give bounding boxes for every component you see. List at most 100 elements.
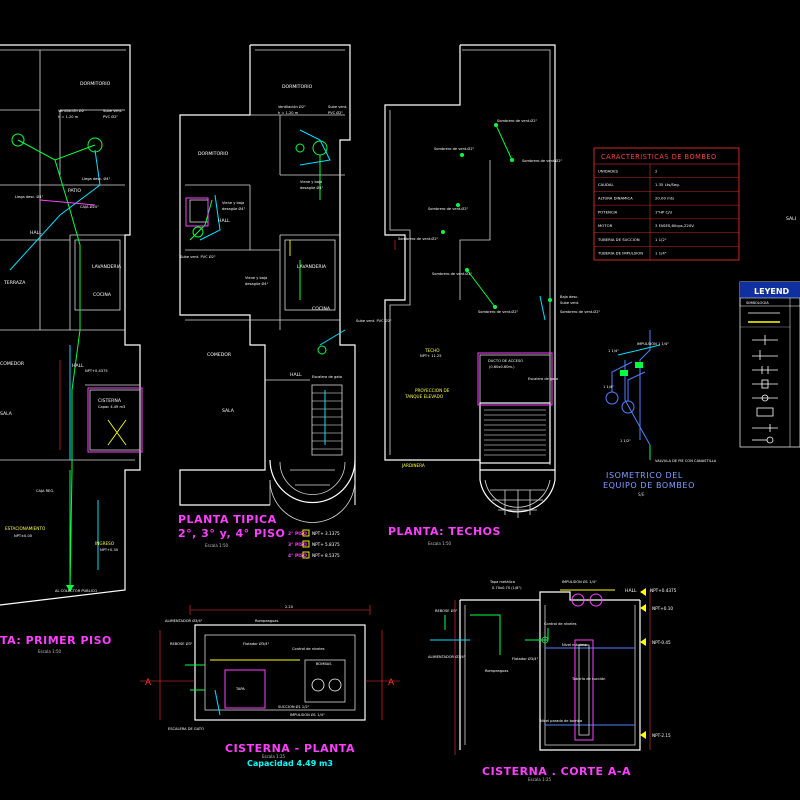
bombeo-row-value: 1 1/2" <box>655 237 667 242</box>
proyeccion: PROYECCION DE <box>415 388 450 393</box>
corte-rompeaguas: Rompeaguas <box>485 669 508 673</box>
rompeaguas-p: Rompeaguas <box>255 619 278 623</box>
sombrero-7: Sombrero de vent.Ø2" <box>478 309 519 314</box>
techo-label: TECHO <box>424 348 440 353</box>
scale-cisterna-corte: Escala 1:25 <box>528 777 552 782</box>
sombrero-5: Sombrero de vent.Ø2" <box>398 236 439 241</box>
al-colector: AL COLECTOR PÚBLICO <box>55 588 97 593</box>
scale-planta-tipica: Escala 1:50 <box>205 543 229 548</box>
escalera-p: ESCALERA DE GATO <box>168 727 204 731</box>
right-edge-label: SALI <box>786 216 796 222</box>
title-planta-tipica-2: 2°, 3° y, 4° PISO <box>178 527 285 540</box>
svg-text:3° PISO: 3° PISO <box>288 542 307 548</box>
room-sala-1: SALA <box>0 411 13 417</box>
plan-primer-piso: DORMITORIO PATIO HALL LAVANDERIA COCINA … <box>0 44 143 654</box>
room-comedor-t: COMEDOR <box>207 352 232 358</box>
bombas-p: BOMBAS <box>316 662 332 666</box>
corte-hall: HALL <box>625 588 637 594</box>
sube-vent-1: Sube vent. <box>103 109 122 113</box>
sube-vent-t: Sube vent. <box>328 105 347 109</box>
cisterna-capacidad-1: Capac 4.49 m3 <box>98 405 125 409</box>
desague-t3: desagüe Ø4" <box>245 281 269 286</box>
pvc-1: PVC Ø2" <box>103 114 118 119</box>
cisterna-corte: NPT+0.4375 NPT+0.10 NPT-0.45 NPT-2.15 Ta… <box>428 579 677 782</box>
ventilacion-note-1: Ventilación Ø2" <box>58 108 86 113</box>
sube-vent-t2: Sube vent. PVC Ø2" <box>356 318 392 323</box>
room-lavanderia-1: LAVANDERIA <box>92 264 122 270</box>
scale-primer-piso: Escala 1:50 <box>38 649 62 654</box>
svg-text:4° PISO: 4° PISO <box>288 553 307 559</box>
room-hall-t: HALL <box>218 218 230 224</box>
corte-npt4: NPT-2.15 <box>652 733 671 738</box>
bombeo-row-key: MOTOR <box>598 223 613 228</box>
corte-flotador: Flotador Ø3/4" <box>512 656 539 661</box>
viene-baja-t2: Viene y baja <box>222 201 244 205</box>
vent-symbols <box>441 123 552 309</box>
tanque-elevado: TANQUE ELEVADO <box>404 394 444 399</box>
npt-estacionamiento: NPT±0.00 <box>14 534 33 538</box>
impulsion-p: IMPULSION Ø1 1/4" <box>290 712 325 717</box>
stair-steps <box>312 392 342 450</box>
caja-registro: CAJA REG. <box>36 489 54 493</box>
plan-techos: Sombrero de vent.Ø2" Sombrero de vent.Ø2… <box>384 44 601 546</box>
room-cocina-t: COCINA <box>312 306 331 312</box>
room-ingreso: INGRESO <box>95 541 115 546</box>
corte-npt1: NPT+0.4375 <box>650 588 677 593</box>
corte-tuberia: Tubería de succión <box>571 677 605 681</box>
npt-ingreso-2: NPT+0.4375 <box>85 369 108 373</box>
title-planta-techos: PLANTA: TECHOS <box>388 525 501 538</box>
legend-symbols <box>740 312 790 444</box>
iso-q14: 1 1/4" <box>608 349 619 353</box>
iso-valvula: VALVULA DE PIE CON CANASTILLA <box>655 459 717 463</box>
title-primer-piso: TA: PRIMER PISO <box>0 634 112 647</box>
corte-alimentador: ALIMENTADOR Ø3/4" <box>428 654 466 659</box>
title-cisterna-planta: CISTERNA - PLANTA <box>225 742 355 755</box>
section-marker-a-right: A <box>388 678 395 688</box>
room-dormitorio-t1: DORMITORIO <box>282 84 313 90</box>
escalera-techo: Escalera de gato <box>528 377 558 381</box>
corte-control: Control de niveles <box>544 622 577 626</box>
npt-techo: NPT+ 11.25 <box>420 354 442 358</box>
room-patio: PATIO <box>68 188 81 194</box>
bombeo-row-value: 1 1/4" <box>655 251 667 256</box>
iso-q12: 1 1/2" <box>620 439 631 443</box>
sombrero-6: Sombrero de vent.Ø2" <box>432 271 473 276</box>
viene-baja-t3: Viene y baja <box>245 276 267 280</box>
room-estacionamiento: ESTACIONAMIENTO <box>5 526 46 531</box>
ducto-acceso: DUCTO DE ACCESO <box>488 359 523 363</box>
desague-t1: desagüe Ø4" <box>300 185 324 190</box>
room-cisterna: CISTERNA <box>98 398 122 404</box>
desague-t2: desagüe Ø4" <box>222 206 246 211</box>
bombeo-row-key: UNIDADES <box>598 168 619 173</box>
iso-scale: S/E <box>638 492 645 497</box>
sombrero-1: Sombrero de vent.Ø2" <box>497 118 538 123</box>
iso-impulsion: IMPULSION 1 1/4" <box>637 342 669 346</box>
ducto-dim: (0.60x0.60m.) <box>489 365 515 369</box>
sombrero-3: Sombrero de vent.Ø2" <box>522 158 563 163</box>
bombeo-row-key: ALTURA DINAMICA <box>598 196 633 201</box>
room-hall-1b: HALL <box>72 363 84 369</box>
corte-tapa-dim: 0.70x0.70 (1/8") <box>492 586 522 590</box>
corte-tapa: Tapa metálica <box>489 580 515 584</box>
svg-text:NPT+ 8.5375: NPT+ 8.5375 <box>312 553 340 558</box>
room-comedor-1: COMEDOR <box>0 361 25 367</box>
jardinera: JARDINERA <box>401 463 425 468</box>
legend-title: LEYEND <box>754 287 790 296</box>
npt-markers <box>640 588 646 739</box>
control-p: Control de niveles <box>292 647 325 651</box>
floor-level-2: 2° PISO NPT+ 3.1375 <box>288 529 340 537</box>
bombeo-row-value: 1.35 Lts/Seg. <box>655 182 680 187</box>
room-terraza: TERRAZA <box>3 280 26 286</box>
bombeo-title: CARACTERISTICAS DE BOMBEO <box>601 153 717 161</box>
llega-desc-2: Llega desc. Ø4" <box>15 194 44 199</box>
dim-220: 2.20 <box>285 605 294 609</box>
svg-text:NPT+ 3.1375: NPT+ 3.1375 <box>312 531 340 536</box>
bombeo-row-key: POTENCIA <box>598 209 618 214</box>
legend-col-header: SIMBOLOGIA <box>746 301 769 305</box>
sube-vent-t3: Sube vent. PVC Ø2" <box>180 254 216 259</box>
room-lavanderia-t: LAVANDERIA <box>297 264 327 270</box>
floor-level-3: 3° PISO NPT+ 5.8375 <box>288 540 340 548</box>
